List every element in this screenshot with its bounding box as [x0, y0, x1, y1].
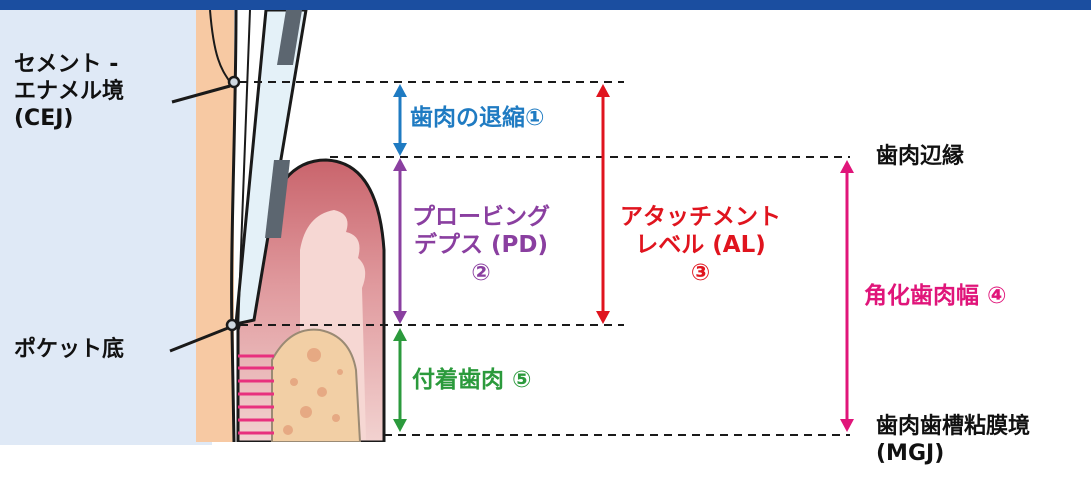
mgj-label: 歯肉歯槽粘膜境 (MGJ) [876, 414, 1030, 468]
pocket-bottom-marker [227, 320, 237, 330]
alveolar-bone [272, 330, 360, 442]
attached-gingiva-arrow [393, 328, 407, 432]
recession-label: 歯肉の退縮① [410, 104, 544, 132]
probing-depth-label: プロービング デプス (PD) ② [412, 203, 550, 287]
root-surface [196, 10, 234, 442]
pd-label-line2: デプス (PD) [412, 231, 550, 259]
al-label-line2: レベル (AL) [620, 231, 781, 259]
al-label-number: ③ [620, 259, 781, 287]
pocket-bottom-label: ポケット底 [14, 337, 124, 364]
pd-label-line1: プロービング [412, 203, 550, 231]
attachment-level-arrow [596, 84, 610, 324]
cej-label-line2: エナメル境 [14, 79, 124, 106]
probing-depth-arrow [393, 158, 407, 324]
cej-label-line1: セメント - [14, 52, 124, 79]
attached-gingiva-label: 付着歯肉 ⑤ [412, 366, 531, 394]
pd-label-number: ② [412, 259, 550, 287]
cej-label-line3: (CEJ) [14, 106, 124, 133]
mgj-label-line2: (MGJ) [876, 441, 1030, 468]
mgj-label-line1: 歯肉歯槽粘膜境 [876, 414, 1030, 441]
cej-marker [229, 77, 239, 87]
recession-arrow [393, 84, 407, 156]
al-label-line1: アタッチメント [620, 203, 781, 231]
cej-label: セメント - エナメル境 (CEJ) [14, 52, 124, 132]
ligament-fibers [238, 356, 274, 433]
gingival-margin-label: 歯肉辺縁 [876, 144, 964, 171]
keratinized-gingiva-arrow [840, 160, 854, 432]
keratinized-gingiva-label: 角化歯肉幅 ④ [864, 282, 1006, 310]
attachment-level-label: アタッチメント レベル (AL) ③ [620, 203, 781, 287]
